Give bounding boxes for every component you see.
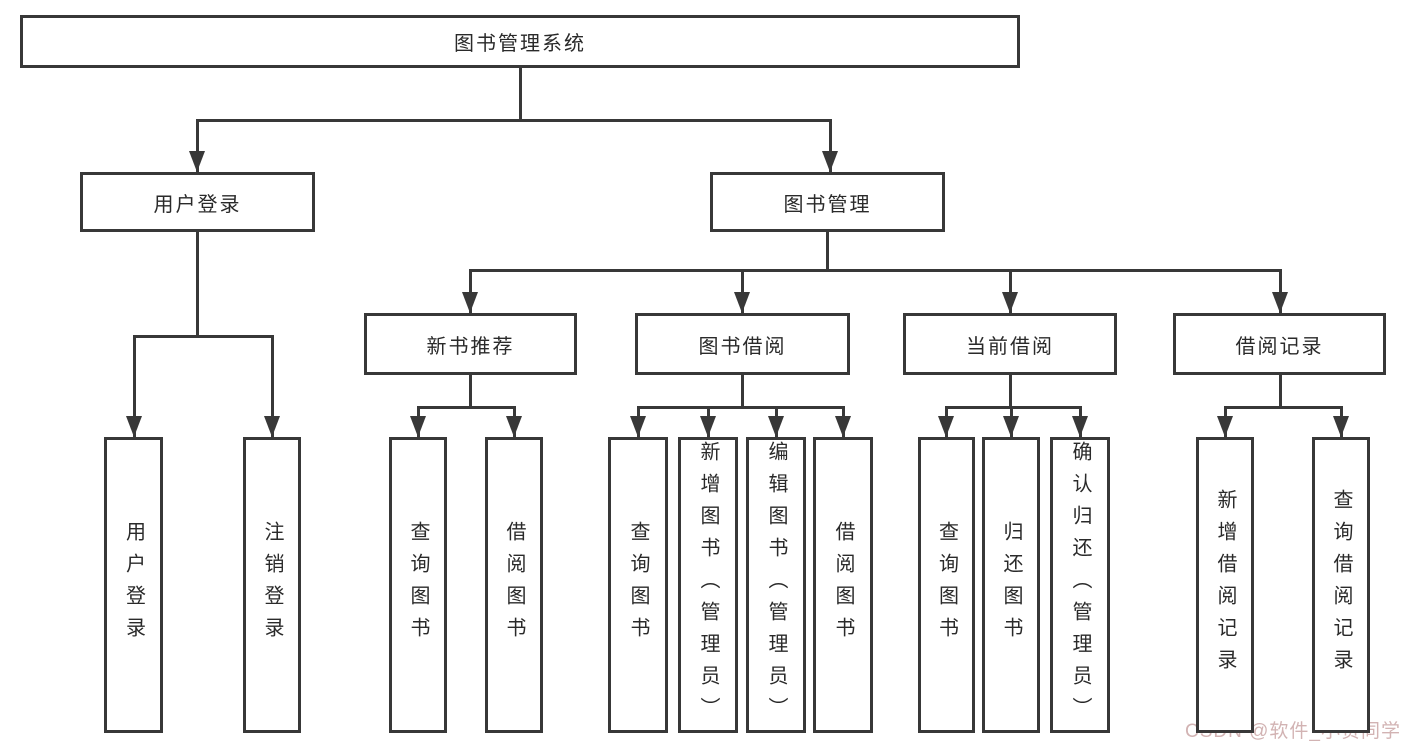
node-label: 用户登录 xyxy=(122,521,145,649)
node-label: 借阅记录 xyxy=(1235,335,1324,358)
connector-line-horizontal xyxy=(944,405,1082,409)
connector-line-vertical xyxy=(518,66,522,120)
node-leaf-logout: 注销登录 xyxy=(243,437,301,733)
arrow-down-icon xyxy=(700,416,716,437)
arrow-down-icon xyxy=(822,151,838,172)
arrow-down-icon xyxy=(1333,416,1349,437)
node-label: 用户登录 xyxy=(153,193,242,216)
node-label: 当前借阅 xyxy=(966,335,1054,358)
connector-line-horizontal xyxy=(132,334,274,338)
connector-line-horizontal xyxy=(195,118,832,122)
node-label: 新增借阅记录 xyxy=(1214,489,1236,681)
connector-line-vertical xyxy=(132,334,136,437)
node-label: 借阅图书 xyxy=(832,521,854,649)
arrow-down-icon xyxy=(734,292,750,313)
node-label: 图书借阅 xyxy=(698,335,787,358)
node-borrow-record: 借阅记录 xyxy=(1173,313,1386,375)
node-leaf-query-book-rec: 查询图书 xyxy=(389,437,447,733)
node-leaf-add-borrow-record: 新增借阅记录 xyxy=(1196,437,1254,733)
connector-line-vertical xyxy=(1008,268,1012,313)
node-book-borrow: 图书借阅 xyxy=(635,313,850,375)
node-leaf-borrow-book-rec: 借阅图书 xyxy=(485,437,543,733)
node-leaf-borrow-book: 借阅图书 xyxy=(813,437,873,733)
node-leaf-query-borrow-record: 查询借阅记录 xyxy=(1312,437,1370,733)
node-label: 查询图书 xyxy=(627,521,649,649)
arrow-down-icon xyxy=(630,416,646,437)
node-new-book-recommend: 新书推荐 xyxy=(364,313,577,375)
arrow-down-icon xyxy=(938,416,954,437)
arrow-down-icon xyxy=(264,416,280,437)
node-label: 确认归还（管理员） xyxy=(1069,441,1091,729)
node-leaf-query-book-borrow: 查询图书 xyxy=(608,437,668,733)
connector-line-vertical xyxy=(195,230,199,336)
node-root: 图书管理系统 xyxy=(20,15,1020,68)
arrow-down-icon xyxy=(835,416,851,437)
arrow-down-icon xyxy=(1002,292,1018,313)
arrow-down-icon xyxy=(768,416,784,437)
node-leaf-user-login: 用户登录 xyxy=(104,437,163,733)
node-label: 借阅图书 xyxy=(503,521,525,649)
node-label: 注销登录 xyxy=(261,521,283,649)
connector-line-vertical xyxy=(195,118,199,172)
connector-line-vertical xyxy=(828,118,832,172)
arrow-down-icon xyxy=(1003,416,1019,437)
connector-line-vertical xyxy=(825,230,829,270)
node-leaf-return-book: 归还图书 xyxy=(982,437,1040,733)
connector-line-vertical xyxy=(468,373,472,407)
connector-line-horizontal xyxy=(636,405,845,409)
connector-line-vertical xyxy=(1008,373,1012,407)
arrow-down-icon xyxy=(1072,416,1088,437)
connector-line-horizontal xyxy=(416,405,516,409)
connector-line-vertical xyxy=(1278,373,1282,407)
arrow-down-icon xyxy=(410,416,426,437)
node-label: 新增图书（管理员） xyxy=(697,441,719,729)
node-current-borrow: 当前借阅 xyxy=(903,313,1117,375)
connector-line-vertical xyxy=(740,373,744,407)
node-label: 图书管理系统 xyxy=(454,33,586,55)
connector-line-horizontal xyxy=(468,268,1282,272)
arrow-down-icon xyxy=(506,416,522,437)
connector-line-vertical xyxy=(740,268,744,313)
node-label: 查询借阅记录 xyxy=(1330,489,1352,681)
connector-line-vertical xyxy=(270,334,274,437)
connector-line-vertical xyxy=(468,268,472,313)
node-user-login: 用户登录 xyxy=(80,172,315,232)
arrow-down-icon xyxy=(1272,292,1288,313)
connector-line-vertical xyxy=(1278,268,1282,313)
node-label: 查询图书 xyxy=(407,521,429,649)
arrow-down-icon xyxy=(1217,416,1233,437)
connector-line-horizontal xyxy=(1223,405,1343,409)
node-leaf-edit-book-admin: 编辑图书（管理员） xyxy=(746,437,806,733)
node-leaf-query-book-current: 查询图书 xyxy=(918,437,975,733)
node-leaf-confirm-return-admin: 确认归还（管理员） xyxy=(1050,437,1110,733)
arrow-down-icon xyxy=(189,151,205,172)
node-book-mgmt: 图书管理 xyxy=(710,172,945,232)
node-label: 编辑图书（管理员） xyxy=(765,441,787,729)
node-label: 新书推荐 xyxy=(426,335,515,358)
node-label: 查询图书 xyxy=(935,521,958,649)
arrow-down-icon xyxy=(462,292,478,313)
node-label: 图书管理 xyxy=(783,193,872,216)
node-leaf-add-book-admin: 新增图书（管理员） xyxy=(678,437,738,733)
arrow-down-icon xyxy=(126,416,142,437)
node-label: 归还图书 xyxy=(1000,521,1022,649)
